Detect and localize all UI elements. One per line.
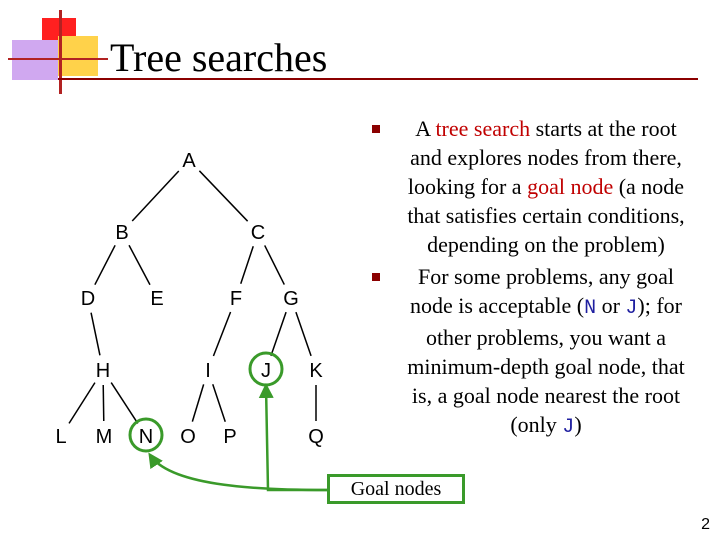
tree-edge-i-p [212,383,226,423]
term-tree-search: tree search [435,116,531,141]
tree-edge-c-f [240,245,254,285]
tree-edge-g-j [270,311,287,357]
goal-nodes-label: Goal nodes [327,474,465,504]
tree-edge-c-g [264,245,285,285]
slide-title: Tree searches [110,35,328,80]
tree-node-e: E [150,288,163,310]
bullet-marker [372,125,380,133]
page-number: 2 [701,516,710,533]
tree-node-f: F [230,288,242,310]
tree-edge-g-k [295,311,312,357]
tree-node-m: M [96,426,113,448]
bullet-item-goal-depth: For some problems, any goal node is acce… [372,262,692,442]
tree-node-o: O [180,426,196,448]
tree-edges [68,170,317,424]
title-underline [58,78,698,80]
tree-node-p: P [223,426,236,448]
tree-node-n: N [139,426,153,448]
tree-node-g: G [283,288,299,310]
term-goal-node: goal node [527,174,614,199]
goal-ring-n [128,417,164,453]
bullet-list: A tree search starts at the root and exp… [372,114,692,442]
tree-edge-b-d [94,244,116,286]
bullet-item-tree-search: A tree search starts at the root and exp… [372,114,692,259]
tree-node-j: J [261,360,271,382]
tree-node-l: L [55,426,66,448]
tree-node-i: I [205,360,211,382]
goal-arrows [148,383,328,492]
bullet-text: For some problems, any goal node is acce… [409,264,675,318]
corner-square-purple [12,40,58,80]
tree-node-d: D [81,288,95,310]
tree-edge-i-o [191,384,205,422]
bullet-text: starts at the root and explores nodes fr… [407,116,682,199]
code-node-n: N [584,297,597,320]
tree-node-q: Q [308,426,324,448]
bullet-text: (a node that satisfies certain condition… [407,174,685,257]
tree-node-labels: A B C D E F G H I J K L M N O P Q [55,150,323,448]
tree-node-c: C [251,222,265,244]
bullet-marker [372,273,380,281]
tree-node-b: B [115,222,128,244]
tree-edge-d-h [90,312,101,356]
corner-line-vertical [59,10,62,94]
bullet-text: A [415,116,436,141]
tree-edge-f-i [212,311,232,357]
tree-edge-a-b [131,170,180,222]
tree-edge-h-m [102,384,105,422]
bullet-text: ); for other problems, you want a minimu… [407,293,685,437]
corner-square-yellow [58,36,98,76]
tree-node-a: A [182,150,196,172]
code-node-j: J [625,297,638,320]
tree-edge-h-n [110,382,139,424]
tree-edge-b-e [128,244,151,286]
goal-arrow-to-J [258,383,327,492]
bullet-text: ) [574,412,582,437]
tree-node-k: K [309,360,323,382]
tree-edge-h-l [68,382,96,424]
tree-node-h: H [96,360,110,382]
code-node-j: J [562,416,575,439]
bullet-text: or [596,293,626,318]
tree-edge-a-c [198,170,249,222]
corner-line-horizontal [8,58,108,60]
goal-arrow-to-N [148,452,328,492]
